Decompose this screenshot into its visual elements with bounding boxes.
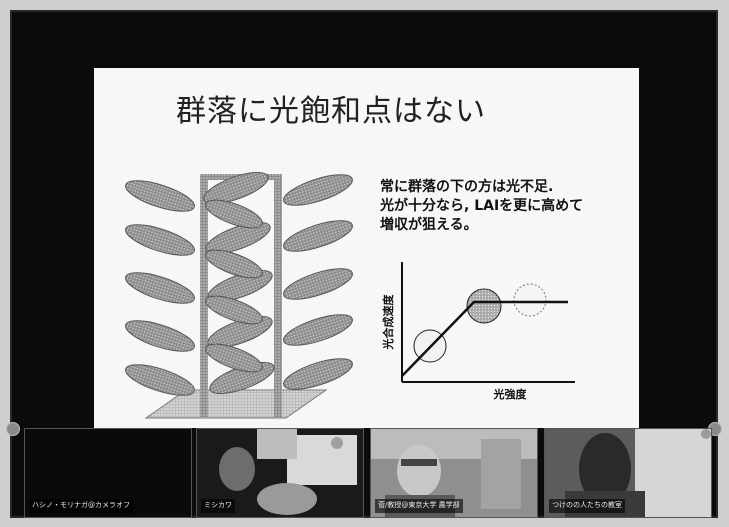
plant-canopy-illustration [125,171,353,419]
slide-body-text: 常に群落の下の方は光不足. 光が十分なら, LAIを更に高めて 増収が狙える。 [380,178,630,235]
graph-response-curve [401,300,568,377]
graph-circle-mid [466,288,502,324]
slide-title: 群落に光飽和点はない [176,94,486,129]
graph-x-label: 光強度 [493,387,528,401]
light-response-graph: 光合成速度 光強度 [381,262,575,401]
participant-tile[interactable]: ミシカワ [196,428,364,518]
participant-strip: ハシノ・モリナガ@カメラオフ ミシカワ 菅/教授@東京大学 農学部 [6,422,722,518]
slide-text-line: 常に群落の下の方は光不足. [380,179,554,195]
slide-text-line: 光が十分なら, LAIを更に高めて [380,198,584,214]
leaf-group [125,171,353,396]
strip-left-handle-icon[interactable] [6,422,20,436]
participant-badge-icon [701,429,711,439]
plant-stem [274,174,282,418]
participant-name: 菅/教授@東京大学 農学部 [375,499,463,513]
plant-stem [200,174,208,418]
presentation-slide: 群落に光飽和点はない [94,68,639,428]
participant-name: つけのの人たちの教室 [549,499,625,513]
graph-y-label: 光合成速度 [381,294,395,351]
participant-name: ミシカワ [201,499,235,513]
participant-tile[interactable]: つけのの人たちの教室 [544,428,712,518]
slide-text-line: 増収が狙える。 [380,217,478,233]
participant-video-feed [545,429,711,517]
participant-name: ハシノ・モリナガ@カメラオフ [29,499,133,513]
participant-tile[interactable]: ハシノ・モリナガ@カメラオフ [24,428,192,518]
graph-circle-high [513,283,547,317]
participant-tile[interactable]: 菅/教授@東京大学 農学部 [370,428,538,518]
